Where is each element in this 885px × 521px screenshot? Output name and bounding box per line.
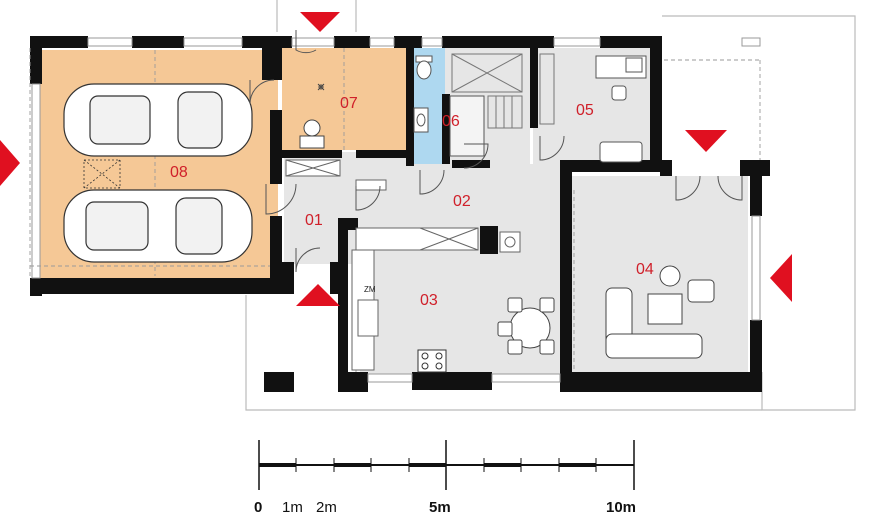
- wardrobe-icon: [285, 159, 387, 191]
- garage-drain-mark: [83, 159, 121, 189]
- toilet-icon: [415, 55, 433, 80]
- room-label-06: 06: [442, 113, 460, 130]
- shower-icon: [449, 95, 485, 157]
- entrance-arrow-icon: [0, 12, 792, 306]
- windows: [31, 37, 761, 383]
- scale-label-10m: 10m: [606, 499, 636, 516]
- boiler-icon: [299, 83, 325, 149]
- kitchen-floor: [360, 226, 490, 374]
- scale-label-0: 0: [254, 499, 262, 516]
- terrace-outlines: [245, 0, 856, 411]
- stove-icon: [417, 349, 447, 373]
- kitchen-counter: [351, 227, 521, 371]
- walls: [30, 36, 770, 392]
- dining-table-icon: [497, 297, 555, 355]
- scale-bar: [258, 440, 635, 490]
- room-label-05: 05: [576, 102, 594, 119]
- sofa-icon: [605, 265, 715, 359]
- sink-icon: [413, 107, 429, 133]
- doors: [249, 30, 743, 273]
- staircase: [451, 53, 555, 129]
- scale-label-1m: 1m: [282, 499, 303, 516]
- kitchen-marker: ZM: [364, 285, 376, 294]
- room-label-01: 01: [305, 212, 323, 229]
- corridor-floor: [348, 164, 566, 230]
- room-label-04: 04: [636, 261, 654, 278]
- room-label-02: 02: [453, 193, 471, 210]
- scale-label-5m: 5m: [429, 499, 451, 516]
- car-icon: [63, 83, 253, 263]
- room-label-03: 03: [420, 292, 438, 309]
- utility-room-floor: [282, 48, 410, 150]
- desk-icon: [595, 55, 647, 163]
- room-label-07: 07: [340, 95, 358, 112]
- room-label-08: 08: [170, 164, 188, 181]
- scale-label-2m: 2m: [316, 499, 337, 516]
